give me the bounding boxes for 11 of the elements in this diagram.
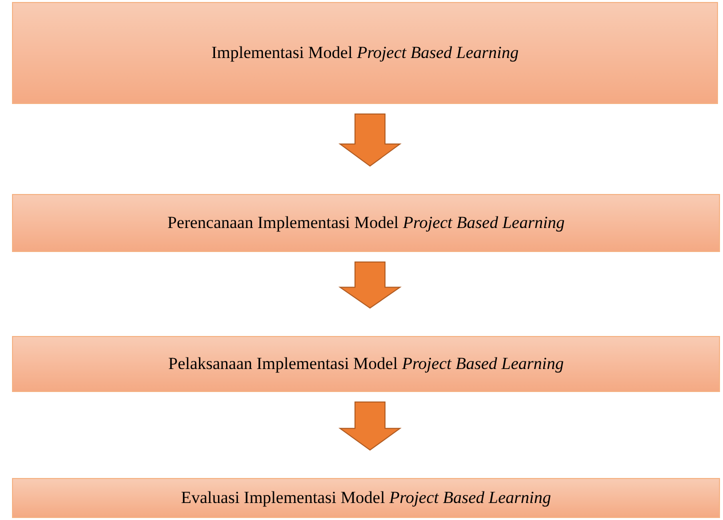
process-box [12, 478, 720, 518]
process-box [12, 194, 720, 252]
box-text: Evaluasi Implementasi Model Project Based Learning [181, 487, 551, 510]
box-text: Perencanaan Implementasi Model Project Based Learning [167, 212, 565, 234]
box-text: Pelaksanaan Implementasi Model Project Based Learning [168, 353, 564, 376]
block-arrow [338, 262, 402, 309]
box-text: Implementasi Model Project Based Learning [211, 42, 519, 64]
block-arrow [338, 114, 402, 167]
process-box [12, 336, 720, 392]
process-box [12, 2, 718, 104]
block-arrow [338, 402, 402, 451]
